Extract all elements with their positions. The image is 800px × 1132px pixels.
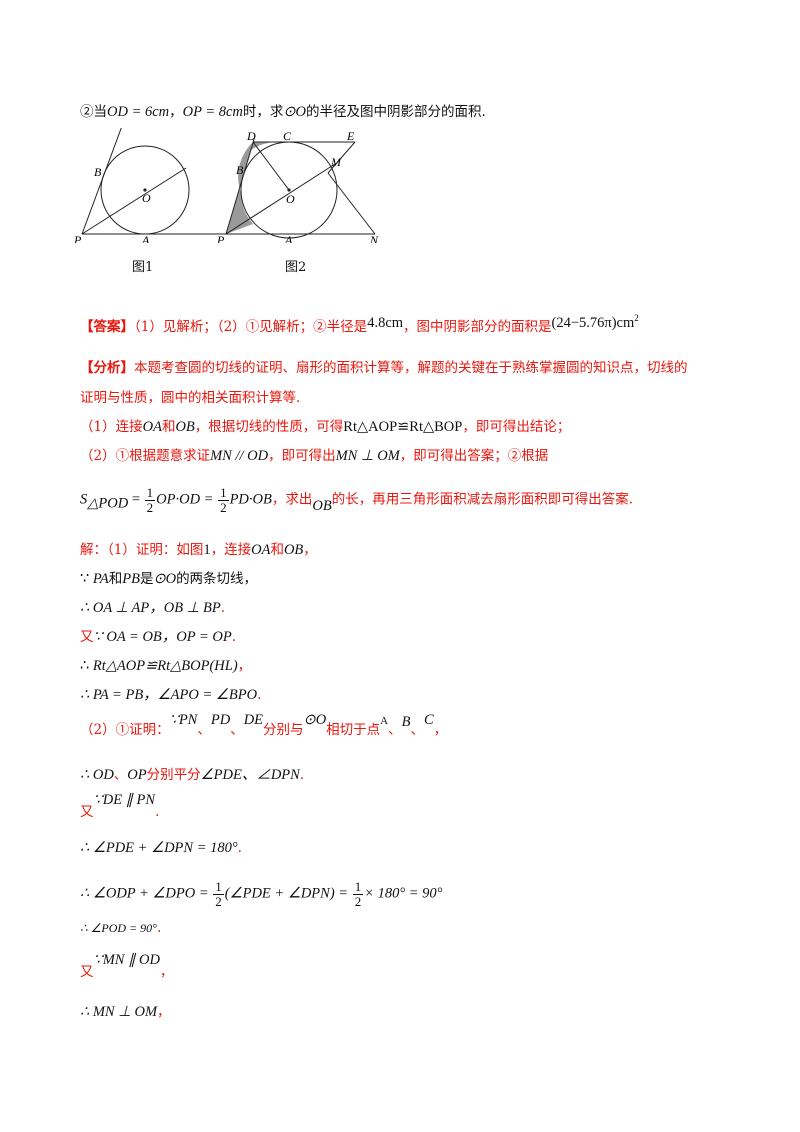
fig2-label-O: O [286, 192, 295, 206]
solution-line-4: 又∵ OA = OB，OP = OP. [80, 629, 237, 645]
figure-1: B O P A 图1 [70, 125, 240, 278]
solution-line-9: 又∵DE ∥ PN. [80, 792, 160, 820]
fig1-label-O: O [142, 191, 151, 205]
answer-area: (24−5.76π)cm2 [551, 313, 639, 331]
fig2-label-B: B [236, 163, 244, 177]
solution-line-8: ∴ OD、OP分别平分∠PDE、∠DPN. [80, 767, 305, 783]
fig2-label-M: M [330, 155, 342, 169]
fig2-label-N: N [369, 233, 379, 243]
analysis-tag: 【分析】 [80, 360, 134, 376]
figure-2: D C E M B O P A N 图2 [215, 128, 395, 278]
fig2-label-P: P [216, 233, 225, 243]
solution-line-14: ∴ MN ⊥ OM， [80, 1004, 171, 1020]
fig2-label-D: D [246, 129, 256, 143]
fig2-label-A: A [284, 233, 293, 243]
od-value: OD = 6cm [107, 104, 170, 120]
fig2-label-E: E [346, 129, 355, 143]
solution-line-13: 又∵MN ∥ OD， [80, 952, 174, 980]
solution-line-2: ∵ PA和PB是⊙O的两条切线， [80, 571, 258, 587]
fig1-label-B: B [94, 165, 102, 179]
solution-line-5: ∴ Rt△AOP≌Rt△BOP(HL)， [80, 658, 252, 674]
fig1-label-A: A [141, 233, 150, 243]
fig1-label-P: P [73, 233, 82, 243]
answer-tag: 【答案】 [80, 319, 134, 335]
figure-1-caption: 图1 [132, 260, 154, 275]
analysis-line-1: 【分析】本题考查圆的切线的证明、扇形的面积计算等，解题的关键在于熟练掌握圆的知识… [80, 360, 688, 376]
solution-line-10: ∴ ∠PDE + ∠DPN = 180°. [80, 840, 242, 856]
answer-radius: 4.8cm [367, 315, 404, 331]
figure-2-caption: 图2 [285, 260, 307, 275]
question-line: ②当OD = 6cm，OP = 8cm时，求⊙O的半径及图中阴影部分的面积. [80, 104, 486, 120]
question-number: ② [80, 104, 94, 120]
analysis-line-4: （2）①根据题意求证MN // OD，即可得出MN ⊥ OM，即可得出答案；②根… [80, 448, 549, 464]
solution-line-3: ∴ OA ⊥ AP，OB ⊥ BP. [80, 600, 225, 616]
solution-line-1: 解：（1）证明：如图1，连接OA和OB， [80, 542, 317, 558]
fig2-label-C: C [283, 129, 292, 143]
analysis-line-3: （1）连接OA和OB，根据切线的性质，可得Rt△AOP≌Rt△BOP，即可得出结… [80, 419, 571, 435]
analysis-line-2: 证明与性质，圆中的相关面积计算等. [80, 390, 301, 406]
solution-line-6: ∴ PA = PB，∠APO = ∠BPO. [80, 687, 262, 703]
answer-line: 【答案】（1）见解析；（2）①见解析；②半径是4.8cm，图中阴影部分的面积是(… [80, 313, 639, 335]
figure-2-diagram: D C E M B O P A N [216, 129, 379, 247]
solution-line-7: （2）①证明：∵PN、PD、DE分别与⊙O相切于点A、B、C， [80, 712, 448, 738]
op-value: OP = 8cm [182, 104, 243, 120]
figure-1-diagram: B O P A [73, 125, 228, 247]
solution-line-12: ∴ ∠POD = 90°. [80, 920, 162, 936]
circle-o: ⊙O [283, 104, 307, 120]
shaded-region-upper [251, 142, 275, 150]
